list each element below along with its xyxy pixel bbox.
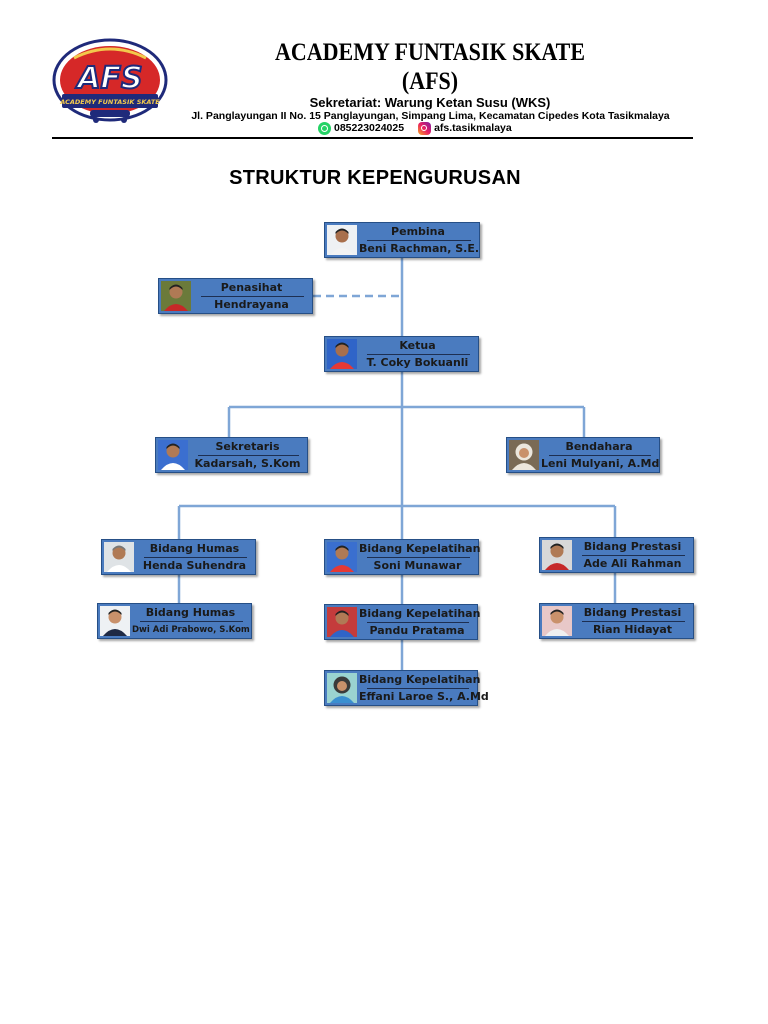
person-photo-icon: [327, 607, 357, 637]
role-label: Ketua: [399, 339, 436, 352]
person-name: Beni Rachman, S.E.: [359, 242, 480, 255]
separator: [198, 455, 299, 456]
person-photo-icon: [158, 440, 188, 470]
person-name: Rian Hidayat: [592, 623, 673, 636]
person-photo-icon: [542, 606, 572, 636]
svg-text:AFS: AFS: [75, 61, 142, 96]
phone-number: 085223024025: [334, 122, 405, 134]
contact-line: 085223024025 afs.tasikmalaya: [318, 121, 512, 135]
role-label: Bidang Prestasi: [583, 540, 682, 553]
person-name: Soni Munawar: [373, 559, 462, 572]
node-pembina: Pembina Beni Rachman, S.E.: [324, 222, 480, 258]
person-photo-icon: [327, 339, 357, 369]
node-kepelatihan-1: Bidang Kepelatihan Soni Munawar: [324, 539, 481, 575]
role-label: Bidang Kepelatihan: [359, 673, 481, 686]
person-photo-icon: [542, 540, 572, 570]
node-ketua: Ketua T. Coky Bokuanli: [324, 336, 479, 372]
role-label: Bidang Humas: [149, 542, 240, 555]
node-penasihat: Penasihat Hendrayana: [158, 278, 313, 314]
afs-logo: AFS ACADEMY FUNTASIK SKATE: [52, 38, 168, 132]
separator: [144, 557, 247, 558]
person-photo-icon: [327, 542, 357, 572]
person-name: Effani Laroe S., A.Md: [359, 690, 489, 703]
person-name: Henda Suhendra: [142, 559, 247, 572]
org-abbreviation: (AFS): [401, 68, 459, 95]
whatsapp-icon: [318, 121, 331, 135]
separator: [549, 455, 651, 456]
person-name: Hendrayana: [214, 298, 289, 311]
role-label: Pembina: [391, 225, 445, 238]
person-name: T. Coky Bokuanli: [366, 356, 469, 369]
separator: [367, 688, 469, 689]
node-kepelatihan-2: Bidang Kepelatihan Pandu Pratama: [324, 604, 481, 640]
separator: [367, 622, 469, 623]
node-prestasi-2: Bidang Prestasi Rian Hidayat: [539, 603, 694, 639]
node-prestasi-1: Bidang Prestasi Ade Ali Rahman: [539, 537, 694, 573]
role-label: Bidang Kepelatihan: [359, 542, 481, 555]
instagram-icon: [418, 121, 432, 135]
instagram-handle: afs.tasikmalaya: [434, 122, 512, 134]
separator: [582, 621, 685, 622]
node-humas-2: Bidang Humas Dwi Adi Prabowo, S.Kom: [97, 603, 252, 639]
person-photo-icon: [104, 542, 134, 572]
address: Jl. Panglayungan II No. 15 Panglayungan,…: [191, 110, 670, 122]
node-sekretaris: Sekretaris Kadarsah, S.Kom: [155, 437, 308, 473]
person-name: Pandu Pratama: [369, 624, 465, 637]
role-label: Bidang Prestasi: [583, 606, 682, 619]
header-divider: [52, 137, 693, 139]
person-name: Dwi Adi Prabowo, S.Kom: [132, 625, 250, 635]
separator: [367, 354, 470, 355]
person-name: Kadarsah, S.Kom: [194, 457, 301, 470]
node-kepelatihan-3: Bidang Kepelatihan Effani Laroe S., A.Md: [324, 670, 489, 706]
separator: [367, 557, 470, 558]
role-label: Penasihat: [220, 281, 283, 294]
role-label: Sekretaris: [215, 440, 280, 453]
role-label: Bendahara: [565, 440, 633, 453]
person-name: Ade Ali Rahman: [583, 557, 682, 570]
person-photo-icon: [509, 440, 539, 470]
secretariat: Sekretariat: Warung Ketan Susu (WKS): [309, 95, 551, 110]
person-photo-icon: [161, 281, 191, 311]
org-name: ACADEMY FUNTASIK SKATE: [274, 39, 586, 66]
node-humas-1: Bidang Humas Henda Suhendra: [101, 539, 256, 575]
separator: [582, 555, 685, 556]
separator: [140, 621, 243, 622]
role-label: Bidang Humas: [145, 606, 236, 619]
person-photo-icon: [100, 606, 130, 636]
role-label: Bidang Kepelatihan: [359, 607, 481, 620]
page-title: STRUKTUR KEPENGURUSAN: [229, 167, 521, 189]
person-name: Leni Mulyani, A.Md: [541, 457, 660, 470]
separator: [201, 296, 304, 297]
person-photo-icon: [327, 673, 357, 703]
node-bendahara: Bendahara Leni Mulyani, A.Md: [506, 437, 660, 473]
person-photo-icon: [327, 225, 357, 255]
separator: [367, 240, 471, 241]
svg-text:ACADEMY FUNTASIK SKATE: ACADEMY FUNTASIK SKATE: [59, 98, 160, 106]
